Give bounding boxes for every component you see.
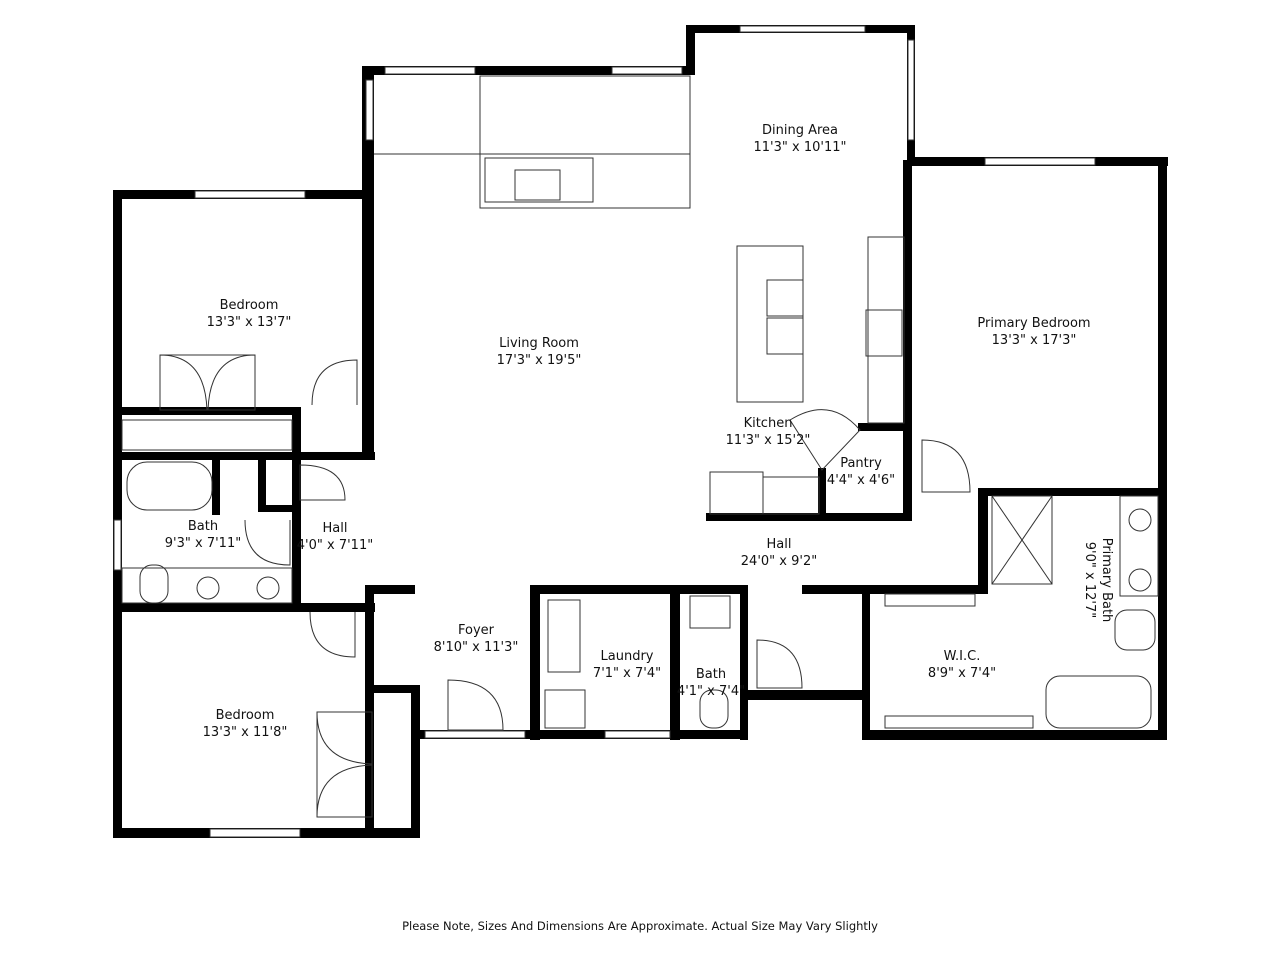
room-name: Living Room	[499, 336, 579, 351]
room-primary-bedroom: Primary Bedroom 13'3" x 17'3"	[977, 315, 1090, 349]
room-size: 24'0" x 9'2"	[740, 554, 818, 569]
room-size: 4'4" x 4'6"	[826, 473, 896, 488]
room-laundry: Laundry 7'1" x 7'4"	[593, 648, 661, 682]
room-name: Pantry	[840, 456, 882, 471]
room-name: Primary Bedroom	[977, 316, 1091, 331]
room-size: 9'0" x 12'7"	[1082, 541, 1097, 619]
room-name: Hall	[766, 537, 792, 552]
room-name: Bedroom	[215, 708, 275, 723]
room-size: 8'9" x 7'4"	[927, 666, 997, 681]
windows	[113, 25, 1096, 838]
room-size: 13'3" x 17'3"	[991, 333, 1077, 348]
room-wic: W.I.C. 8'9" x 7'4"	[928, 648, 996, 682]
room-name: Hall	[322, 521, 348, 536]
room-bedroom-1: Bedroom 13'3" x 13'7"	[207, 297, 292, 331]
room-size: 13'3" x 13'7"	[206, 315, 292, 330]
fixtures	[121, 75, 1159, 818]
room-kitchen: Kitchen 11'3" x 15'2"	[726, 415, 811, 449]
room-dining-area: Dining Area 11'3" x 10'11"	[754, 122, 847, 156]
room-size: 11'3" x 15'2"	[725, 433, 811, 448]
disclaimer-note: Please Note, Sizes And Dimensions Are Ap…	[402, 919, 878, 933]
room-size: 13'3" x 11'8"	[202, 725, 288, 740]
room-size: 11'3" x 10'11"	[753, 140, 847, 155]
room-name: Kitchen	[743, 416, 793, 431]
room-size: 9'3" x 7'11"	[164, 536, 242, 551]
room-hall-1: Hall 4'0" x 7'11"	[297, 520, 373, 554]
room-size: 17'3" x 19'5"	[496, 353, 582, 368]
room-bedroom-2: Bedroom 13'3" x 11'8"	[203, 707, 288, 741]
room-name: Laundry	[600, 649, 654, 664]
room-name: Dining Area	[761, 123, 838, 138]
room-name: Foyer	[457, 623, 495, 638]
room-name: Bath	[695, 667, 727, 682]
room-size: 8'10" x 11'3"	[433, 640, 519, 655]
room-living-room: Living Room 17'3" x 19'5"	[497, 335, 582, 369]
room-name: Bedroom	[219, 298, 279, 313]
room-name: W.I.C.	[943, 649, 981, 664]
room-name: Bath	[187, 519, 219, 534]
room-size: 4'0" x 7'11"	[296, 538, 374, 553]
room-foyer: Foyer 8'10" x 11'3"	[434, 622, 519, 656]
room-name: Primary Bath	[1099, 537, 1114, 623]
room-size: 7'1" x 7'4"	[592, 666, 662, 681]
room-bath-1: Bath 9'3" x 7'11"	[165, 518, 241, 552]
room-hall-2: Hall 24'0" x 9'2"	[741, 536, 817, 570]
room-pantry: Pantry 4'4" x 4'6"	[827, 455, 895, 489]
room-size: 4'1" x 7'4"	[676, 684, 746, 699]
room-bath-2: Bath 4'1" x 7'4"	[677, 666, 745, 700]
